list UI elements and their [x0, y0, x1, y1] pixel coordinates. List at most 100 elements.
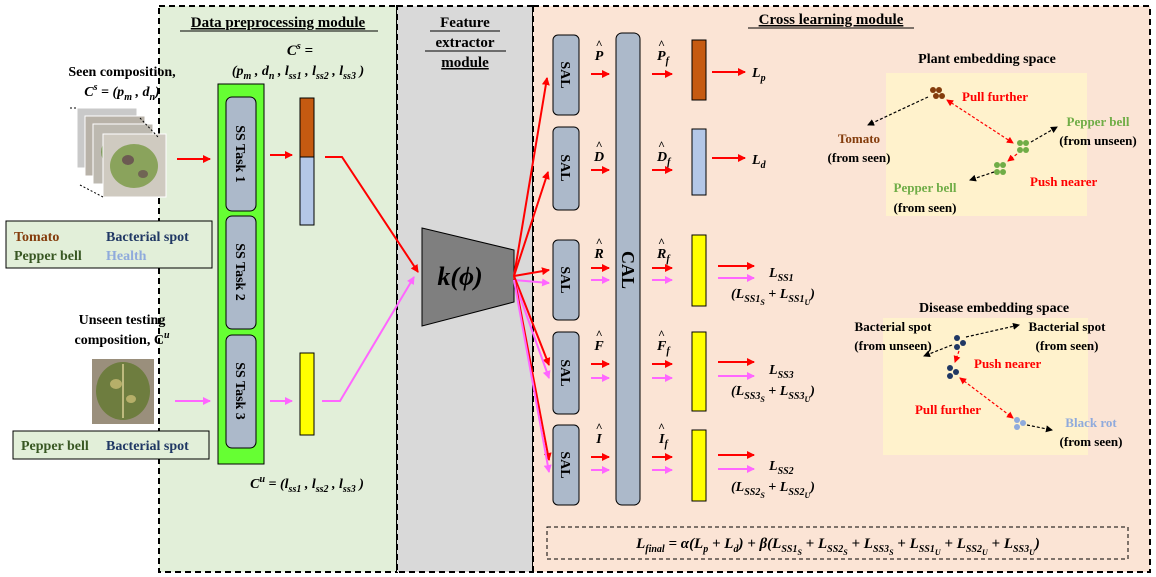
loss-arrows: [712, 68, 755, 473]
svg-text:k(ϕ): k(ϕ): [437, 262, 482, 291]
final-loss-box: [546, 526, 1129, 560]
seen-legend: [5, 220, 213, 269]
output-bar-ss2: [691, 429, 707, 502]
svg-text:LSS1: LSS1: [768, 266, 794, 284]
unseen-leaf-image: [92, 359, 154, 424]
sal-cal-arrows: [591, 70, 610, 474]
feature-labels: P^ D^ R^ F^ I^: [593, 37, 604, 447]
task-box-3: SS Task 3: [225, 334, 257, 449]
svg-text:SAL: SAL: [557, 154, 572, 181]
svg-text:SS Task 3: SS Task 3: [232, 362, 247, 420]
final-loss-formula: Lfinal = α(Lp + Ld) + β(LSS1S + LSS2S + …: [635, 536, 1040, 557]
svg-text:LSS3: LSS3: [768, 363, 794, 381]
sal-box-2: SAL: [552, 126, 580, 211]
svg-text:^: ^: [596, 420, 603, 434]
svg-text:(from unseen): (from unseen): [854, 338, 931, 353]
output-bar-ss1: [691, 234, 707, 307]
svg-text:CAL: CAL: [618, 251, 638, 289]
svg-text:Push nearer: Push nearer: [1030, 174, 1098, 189]
disease-space-labels: Bacterial spot (from unseen) Bacterial s…: [854, 319, 1122, 449]
svg-text:Pepper bell: Pepper bell: [894, 180, 957, 195]
svg-text:(from seen): (from seen): [828, 150, 891, 165]
feature-title-2: extractor: [435, 35, 494, 51]
svg-text:^: ^: [596, 138, 603, 152]
svg-text:^: ^: [658, 37, 665, 51]
legend-bacterial-spot: Bacterial spot: [106, 230, 189, 245]
output-bar-ss3: [691, 331, 707, 412]
svg-text:(LSS2S + LSS2U): (LSS2S + LSS2U): [731, 480, 815, 500]
svg-text:^: ^: [596, 37, 603, 51]
cal-output-labels: Pf^ Df^ Rf^ Ff^ If^: [656, 37, 672, 450]
svg-text:Push nearer: Push nearer: [974, 356, 1042, 371]
svg-text:^: ^: [658, 327, 665, 341]
legend-pepper-bell: Pepper bell: [14, 249, 82, 264]
svg-text:^: ^: [596, 235, 603, 249]
output-bar-plant: [691, 39, 707, 101]
svg-text:^: ^: [658, 138, 665, 152]
seen-leaf-images: [70, 107, 167, 198]
legend-health: Health: [106, 249, 147, 264]
preprocessing-title: Data preprocessing module: [191, 15, 366, 31]
sal-box-4: SAL: [552, 331, 580, 415]
plant-space-points: [930, 87, 1029, 175]
preprocessing-module: [158, 5, 398, 573]
svg-text:(from seen): (from seen): [894, 200, 957, 215]
svg-text:If: If: [658, 432, 669, 450]
svg-text:Bacterial spot: Bacterial spot: [855, 319, 933, 334]
seen-bar-brown: [299, 97, 315, 158]
svg-text:Pf: Pf: [657, 49, 671, 67]
svg-text:SS Task 1: SS Task 1: [232, 125, 247, 183]
svg-text:(from unseen): (from unseen): [1059, 133, 1136, 148]
plant-space-panel: [886, 73, 1087, 216]
unseen-label-2: composition, Cu: [74, 330, 169, 348]
cal-box: CAL: [615, 32, 641, 506]
unseen-legend: [12, 430, 210, 460]
svg-text:Pull further: Pull further: [962, 89, 1028, 104]
seen-label-2: Cs = (pm , dn): [84, 82, 159, 103]
disease-space-points: [947, 335, 1026, 430]
cs-formula-line1: Cs =: [287, 41, 313, 59]
sal-box-3: SAL: [552, 239, 580, 321]
cu-formula: Cu = (lss1 , lss2 , lss3 ): [250, 474, 364, 495]
svg-text:(LSS3S + LSS3U): (LSS3S + LSS3U): [731, 384, 815, 404]
svg-text:SS Task 2: SS Task 2: [232, 243, 247, 301]
svg-text:^: ^: [658, 235, 665, 249]
cal-bar-arrows: [652, 70, 673, 474]
cross-title: Cross learning module: [759, 12, 904, 28]
svg-text:Bacterial spot: Bacterial spot: [1029, 319, 1107, 334]
unseen-legend-bacterial-spot: Bacterial spot: [106, 439, 189, 454]
svg-text:Pepper bell: Pepper bell: [1067, 114, 1130, 129]
feature-extractor: k(ϕ): [421, 227, 515, 327]
sal-box-5: SAL: [552, 424, 580, 506]
svg-text:(LSS1S + LSS1U): (LSS1S + LSS1U): [731, 287, 815, 307]
task-box-1: SS Task 1: [225, 96, 257, 212]
unseen-bar-yellow: [299, 352, 315, 436]
svg-text:(from seen): (from seen): [1060, 434, 1123, 449]
svg-text:Ld: Ld: [751, 153, 767, 171]
svg-text:^: ^: [658, 420, 665, 434]
svg-text:Rf: Rf: [656, 247, 671, 265]
svg-text:^: ^: [596, 327, 603, 341]
svg-text:P: P: [595, 49, 604, 64]
svg-text:Df: Df: [656, 150, 672, 168]
fanout-arrows: [513, 77, 552, 473]
svg-text:D: D: [593, 150, 604, 165]
sal-box-1: SAL: [552, 34, 580, 116]
svg-text:R: R: [593, 247, 603, 262]
unseen-legend-pepper-bell: Pepper bell: [21, 439, 89, 454]
seen-bar-blue: [299, 156, 315, 226]
svg-text:(from seen): (from seen): [1036, 338, 1099, 353]
disease-space-arrows: [923, 322, 1053, 433]
svg-text:SAL: SAL: [557, 359, 572, 386]
svg-text:Pull further: Pull further: [915, 402, 981, 417]
svg-text:LSS2: LSS2: [768, 459, 794, 477]
legend-tomato: Tomato: [14, 230, 59, 245]
svg-text:SAL: SAL: [557, 451, 572, 478]
plant-space-title: Plant embedding space: [918, 52, 1056, 67]
task-box-2: SS Task 2: [225, 215, 257, 330]
cs-formula-line2: (pm , dn , lss1 , lss2 , lss3 ): [232, 64, 364, 82]
seen-label-1: Seen composition,: [68, 65, 175, 80]
svg-text:I: I: [595, 432, 602, 447]
